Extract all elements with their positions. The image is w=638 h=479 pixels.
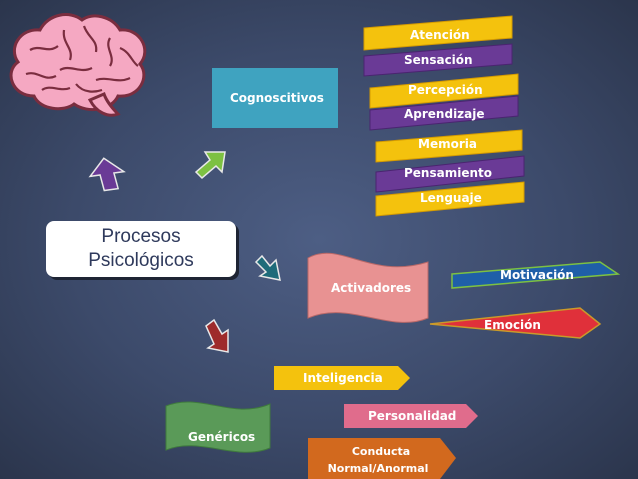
- item-percepcion: Percepción: [408, 83, 483, 97]
- item-emocion: Emoción: [484, 318, 541, 332]
- item-conducta: Conducta: [351, 445, 411, 458]
- item-personalidad: Personalidad: [368, 409, 457, 423]
- banner-aprendizaje: [369, 95, 519, 131]
- item-memoria: Memoria: [418, 137, 477, 151]
- cognoscitivos-label: Cognoscitivos: [230, 91, 324, 105]
- item-atencion: Atención: [410, 28, 470, 42]
- item-pensamiento: Pensamiento: [404, 166, 492, 180]
- item-normal-anormal: Normal/Anormal: [327, 462, 429, 475]
- main-line-1: Procesos: [101, 226, 181, 247]
- banner-lenguaje: [375, 181, 525, 217]
- banner-pensamiento: [375, 155, 525, 193]
- cognoscitivos-box: [212, 68, 338, 128]
- emocion-shape: [429, 307, 602, 339]
- item-aprendizaje: Aprendizaje: [404, 107, 485, 121]
- brain-icon: [9, 13, 147, 117]
- item-sensacion: Sensación: [404, 53, 473, 67]
- main-line-2: Psicológicos: [88, 250, 194, 271]
- banner-percepcion: [369, 73, 519, 109]
- banner-memoria: [375, 129, 523, 163]
- conducta-shape: [308, 438, 456, 479]
- genericos-box: [165, 401, 271, 453]
- banner-sensacion: [363, 43, 513, 77]
- personalidad-shape: [344, 404, 478, 428]
- banner-atencion: [363, 15, 513, 51]
- genericos-label: Genéricos: [188, 430, 256, 444]
- item-lenguaje: Lenguaje: [420, 191, 482, 205]
- motivacion-shape: [451, 261, 621, 289]
- activadores-box: [307, 252, 429, 323]
- activadores-label: Activadores: [331, 281, 412, 295]
- main-concept-box: Procesos Psicológicos: [46, 221, 236, 277]
- item-motivacion: Motivación: [500, 268, 574, 282]
- item-inteligencia: Inteligencia: [303, 371, 383, 385]
- inteligencia-shape: [274, 366, 410, 390]
